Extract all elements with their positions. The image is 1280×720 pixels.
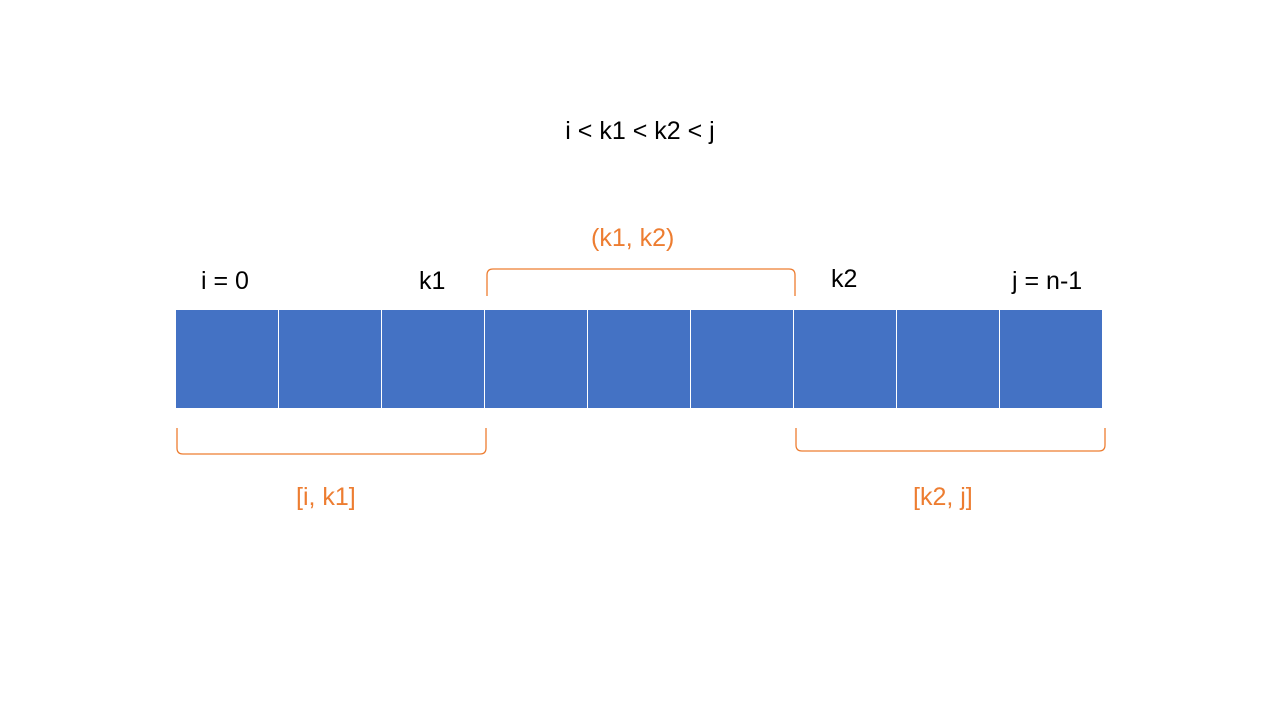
array-cell	[588, 310, 690, 408]
array-cell	[382, 310, 484, 408]
array-cell	[279, 310, 381, 408]
array-cell	[176, 310, 278, 408]
bracket-left	[176, 428, 487, 455]
diagram-title: i < k1 < k2 < j	[565, 117, 715, 145]
array-cell	[691, 310, 793, 408]
range-label-middle: (k1, k2)	[591, 224, 675, 252]
bracket-middle	[486, 268, 796, 296]
index-label-k1: k1	[419, 267, 446, 295]
array-cell	[1000, 310, 1102, 408]
index-label-j: j = n-1	[1012, 267, 1083, 295]
array-cell	[794, 310, 896, 408]
index-label-k2: k2	[831, 265, 858, 293]
range-label-left: [i, k1]	[296, 483, 356, 511]
index-label-i: i = 0	[201, 267, 249, 295]
array-strip	[176, 310, 1104, 408]
array-cell	[897, 310, 999, 408]
array-cell	[485, 310, 587, 408]
range-label-right: [k2, j]	[913, 483, 973, 511]
bracket-right	[795, 428, 1106, 452]
